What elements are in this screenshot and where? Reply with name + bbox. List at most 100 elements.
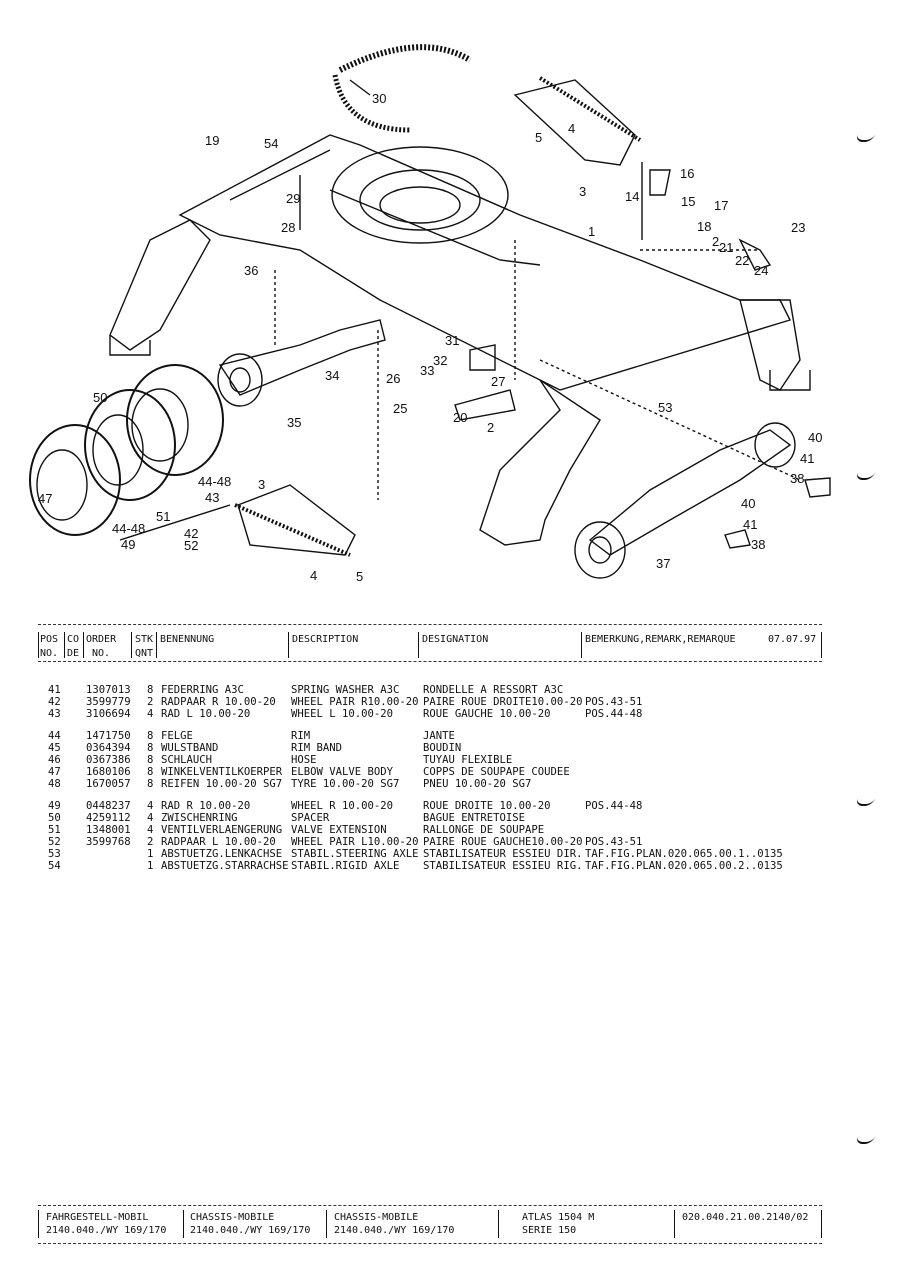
header-stk: STK: [135, 634, 154, 645]
callout-label: 51: [156, 509, 170, 524]
callout-label: 5: [356, 569, 363, 584]
footer-top-rule: [38, 1205, 822, 1206]
part-benennung: RADPAAR L 10.00-20: [161, 836, 276, 849]
callout-label: 33: [420, 363, 434, 378]
part-qty: 8: [147, 753, 154, 766]
callout-label: 2: [712, 234, 719, 249]
title-block: FAHRGESTELL-MOBIL 2140.040./WY 169/170 C…: [38, 1210, 822, 1238]
part-pos: 54: [48, 860, 61, 873]
part-order-no: 3106694: [86, 708, 131, 721]
part-description: STABIL.STEERING AXLE: [291, 848, 419, 861]
callout-label: 21: [719, 240, 733, 255]
part-order-no: 1307013: [86, 684, 131, 696]
part-pos: 52: [48, 836, 61, 849]
callout-label: 37: [656, 556, 670, 571]
callout-label: 40: [808, 430, 822, 445]
callout-label: 29: [286, 191, 300, 206]
part-order-no: 3599779: [86, 696, 131, 709]
header-pos: POS: [40, 634, 59, 645]
part-description: TYRE 10.00-20 SG7: [291, 778, 400, 791]
part-remark: POS.44-48: [585, 799, 643, 812]
footer-c2-line2: 2140.040./WY 169/170: [190, 1225, 311, 1236]
part-benennung: REIFEN 10.00-20 SG7: [161, 778, 283, 791]
part-description: HOSE: [291, 753, 317, 766]
part-qty: 4: [147, 799, 154, 812]
part-order-no: 4259112: [86, 811, 131, 824]
part-designation: RALLONGE DE SOUPAPE: [423, 823, 545, 836]
part-designation: ROUE GAUCHE 10.00-20: [423, 708, 551, 721]
header-remark: BEMERKUNG,REMARK,REMARQUE: [585, 634, 736, 645]
header-date: 07.07.97: [768, 634, 817, 645]
footer-c2-line1: CHASSIS-MOBILE: [190, 1212, 275, 1223]
part-designation: BAGUE ENTRETOISE: [423, 811, 526, 824]
header-top-rule: [38, 624, 822, 625]
col-divider: [674, 1210, 675, 1238]
part-order-no: 1348001: [86, 823, 131, 836]
part-order-no: 1670057: [86, 778, 131, 791]
callout-label: 27: [491, 374, 505, 389]
callout-label: 35: [287, 415, 301, 430]
callout-label: 43: [205, 490, 219, 505]
callout-label: 49: [121, 537, 135, 552]
callout-label: 38: [751, 537, 765, 552]
part-pos: 43: [48, 708, 61, 721]
col-divider: [38, 632, 39, 658]
part-benennung: ABSTUETZG.STARRACHSE: [161, 860, 289, 873]
header-pos-2: NO.: [40, 648, 59, 659]
callout-label: 20: [453, 410, 467, 425]
callout-label: 25: [393, 401, 407, 416]
group-spacer: [0, 721, 922, 730]
callout-label: 28: [281, 220, 295, 235]
col-divider: [131, 632, 132, 658]
part-pos: 49: [48, 799, 61, 812]
part-description: WHEEL PAIR R10.00-20: [291, 696, 419, 709]
part-designation: RONDELLE A RESSORT A3C: [423, 684, 564, 696]
callout-label: 42: [184, 526, 198, 541]
part-benennung: VENTILVERLAENGERUNG: [161, 823, 283, 836]
footer-model: ATLAS 1504 M: [522, 1212, 595, 1223]
header-order: ORDER: [86, 634, 117, 645]
col-divider: [156, 632, 157, 658]
header-co: CO: [67, 634, 80, 645]
callout-label: 1: [588, 224, 595, 239]
part-benennung: RAD R 10.00-20: [161, 799, 251, 812]
footer-c1-line2: 2140.040./WY 169/170: [46, 1225, 167, 1236]
part-designation: BOUDIN: [423, 741, 462, 754]
callout-label: 34: [325, 368, 339, 383]
part-designation: JANTE: [423, 729, 455, 742]
callout-label: 30: [372, 91, 386, 106]
footer-c3-line2: 2140.040./WY 169/170: [334, 1225, 455, 1236]
part-designation: COPPS DE SOUPAPE COUDEE: [423, 766, 570, 779]
callout-label: 16: [680, 166, 694, 181]
part-order-no: 0367386: [86, 753, 131, 766]
part-qty: 2: [147, 836, 154, 849]
part-pos: 44: [48, 729, 61, 742]
part-benennung: ZWISCHENRING: [161, 811, 238, 824]
binder-mark: [854, 1136, 876, 1144]
footer-c3-line1: CHASSIS-MOBILE: [334, 1212, 419, 1223]
callout-label: 47: [38, 491, 52, 506]
part-benennung: WINKELVENTILKOERPER: [161, 766, 283, 779]
part-designation: STABILISATEUR ESSIEU RIG.: [423, 860, 583, 873]
callout-label: 18: [697, 219, 711, 234]
callout-label: 5: [535, 130, 542, 145]
part-description: STABIL.RIGID AXLE: [291, 860, 400, 873]
callout-label: 3: [258, 477, 265, 492]
callout-label: 3: [579, 184, 586, 199]
col-divider: [581, 632, 582, 658]
part-remark: POS.44-48: [585, 708, 643, 721]
callout-label: 53: [658, 400, 672, 415]
part-description: SPRING WASHER A3C: [291, 684, 400, 696]
part-description: ELBOW VALVE BODY: [291, 766, 394, 779]
part-designation: PAIRE ROUE DROITE10.00-20: [423, 696, 583, 709]
callout-label: 41: [800, 451, 814, 466]
callout-label: 31: [445, 333, 459, 348]
callout-label: 17: [714, 198, 728, 213]
callout-label: 4: [568, 121, 575, 136]
part-order-no: 1680106: [86, 766, 131, 779]
